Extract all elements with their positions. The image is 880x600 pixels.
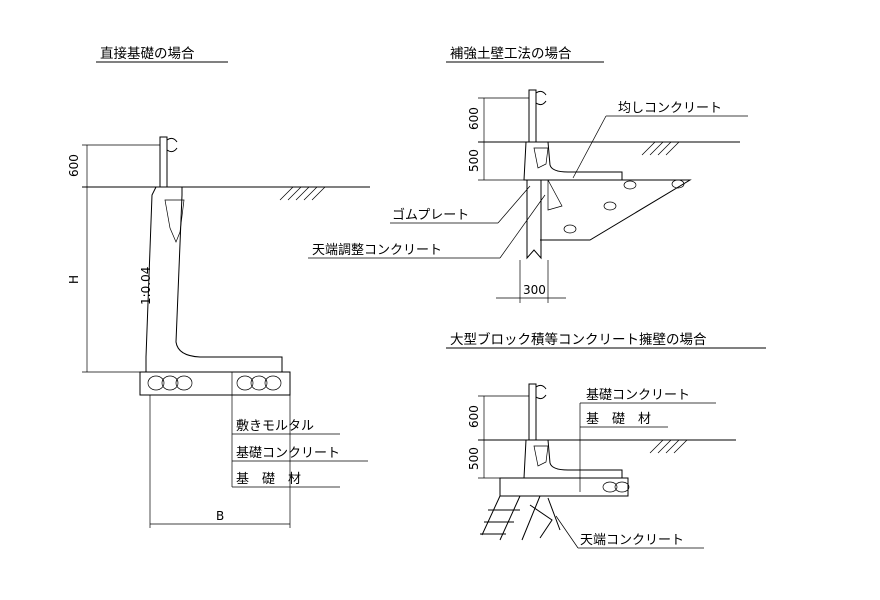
dim-600-label: 600 [467,107,481,130]
drain-pipe [533,445,549,467]
dim-600-label: 600 [467,405,481,428]
leaders [308,115,748,259]
l-shaped-wall [523,439,623,479]
label-mortar: 敷きモルタル [236,419,314,434]
label-foundation-concrete: 基礎コンクリート [586,388,690,403]
reinforced-earth-title: 補強土壁工法の場合 [450,46,572,62]
vertical-dimension [478,97,529,181]
notes-leader [231,372,368,488]
label-crest-concrete: 天端コンクリート [580,533,684,548]
dim-500-label: 500 [467,447,481,470]
guardrail-post [528,383,547,441]
drain-pipe [164,199,185,243]
embankment [540,179,692,241]
wall-panel [526,180,542,260]
dim-b-label: B [216,509,224,523]
gravel-pattern [147,375,282,391]
foundation-concrete [499,477,629,497]
label-rubber-plate: ゴムプレート [392,207,469,223]
label-top-adjust-concrete: 天端調整コンクリート [312,243,442,258]
gravel-pattern [563,179,685,234]
drain-pipe [533,147,549,169]
label-foundation-material: 基 礎 材 [236,472,301,487]
ground-hatching [641,141,680,156]
direct-foundation-title: 直接基礎の場合 [100,45,195,62]
rubber-plate-shape [547,179,563,211]
guardrail-post [528,89,547,143]
l-shaped-wall [523,141,623,181]
label-foundation-material: 基 礎 材 [586,412,651,427]
l-shaped-wall [145,186,283,373]
ground-hatching [649,439,688,454]
block-wall [480,495,561,541]
width-dimension [149,395,291,528]
gravel-pattern [602,481,630,493]
block-wall-section: 大型ブロック積等コンクリート擁壁の場合 [446,331,766,549]
dim-h-label: H [67,275,81,284]
label-foundation-concrete: 基礎コンクリート [236,446,340,461]
dim-300-label: 300 [523,283,546,297]
foundation-concrete [139,371,291,396]
label-leveling-concrete: 均しコンクリート [618,101,722,116]
leaders [555,402,716,549]
ground-hatching [279,186,326,201]
vertical-dimension [478,395,529,479]
direct-foundation-section: 直接基礎の場合 [67,45,370,528]
width-dimension [496,260,566,303]
dim-600-label: 600 [67,154,81,177]
slope-label: 1:0.04 [139,267,153,305]
guardrail-post [159,136,178,188]
block-wall-title: 大型ブロック積等コンクリート擁壁の場合 [450,331,707,348]
reinforced-earth-section: 補強土壁工法の場合 [308,46,748,303]
dim-500-label: 500 [467,149,481,172]
vertical-dimension [82,144,160,373]
